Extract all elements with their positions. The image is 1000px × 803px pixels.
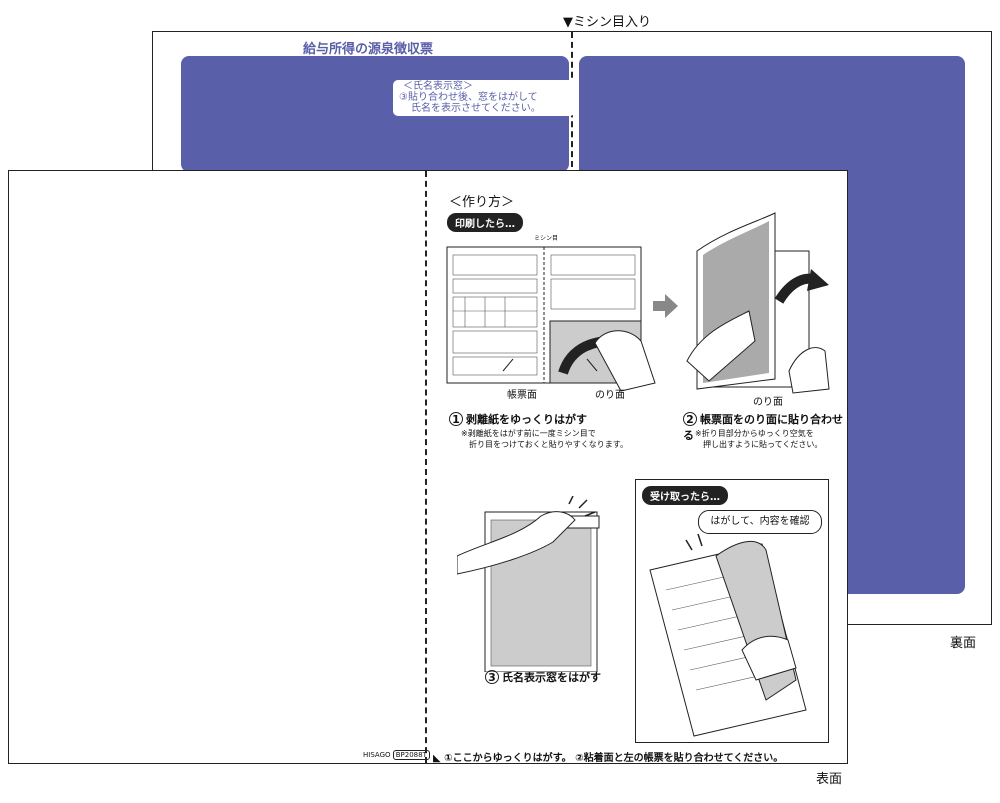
step1-title-text: 剥離紙をゆっくりはがす [466, 413, 587, 426]
figure-peel-liner [446, 246, 656, 392]
name-window-instruction: ③貼り合わせ後、窓をはがして [399, 92, 538, 103]
back-title: 給与所得の源泉徴収票 [303, 42, 434, 57]
name-window-label: ＜氏名表示窓＞ [403, 81, 473, 92]
next-step-arrow-icon [653, 294, 678, 318]
figure-peel-window [457, 496, 600, 672]
product-code: BP2088T [392, 750, 430, 760]
step2-number: 2 [683, 412, 697, 426]
bottom-instruction: ◣ ①ここからゆっくりはがす。 ②粘着面と左の帳票を貼り合わせてください。 [433, 753, 784, 764]
step2-note: ※折り目部分からゆっくり空気を 押し出すように貼ってください。 [695, 428, 822, 450]
step3-title-text: 氏名表示窓をはがす [502, 671, 601, 684]
figure-check-content [649, 533, 807, 737]
speech-bubble: はがして、内容を確認 [698, 510, 822, 534]
name-window-instruction-2: 氏名を表示させてください。 [411, 103, 541, 114]
label-glue-side-2: のり面 [753, 397, 783, 408]
step1-note: ※剥離紙をはがす前に一度ミシン目で 折り目をつけておくと貼りやすくなります。 [461, 428, 628, 450]
howto-title: ＜作り方＞ [449, 195, 515, 210]
brand-logo: HISAGO [363, 751, 391, 759]
label-form-side: 帳票面 [507, 390, 537, 401]
perforation-small-label: ミシン目 [534, 235, 559, 242]
front-side-label: 表面 [816, 772, 843, 787]
brand-code: HISAGO BP2088T [363, 750, 430, 760]
speech-bubble-text: はがして、内容を確認 [710, 516, 810, 527]
label-glue-side: のり面 [595, 390, 625, 401]
step1-note-line2: 折り目をつけておくと貼りやすくなります。 [469, 440, 628, 449]
back-side-label: 裏面 [950, 636, 977, 651]
received-pill: 受け取ったら… [642, 486, 728, 505]
received-box: 受け取ったら… はがして、内容を確認 [635, 479, 829, 743]
step2-title-text: 帳票面をのり面に貼り合わせる [683, 413, 843, 442]
step3-number: 3 [485, 670, 499, 684]
name-window: ＜氏名表示窓＞ ③貼り合わせ後、窓をはがして 氏名を表示させてください。 [393, 80, 575, 116]
perforation-line-front [425, 171, 427, 763]
after-print-pill: 印刷したら… [447, 213, 523, 232]
figure-stick-together [686, 212, 830, 394]
step2-note-line2: 押し出すように貼ってください。 [703, 440, 823, 449]
step1-number: 1 [449, 412, 463, 426]
step2-note-line1: ※折り目部分からゆっくり空気を [695, 429, 814, 438]
front-sheet: ＜作り方＞ 印刷したら… ミシン目 帳票面 のり面 [8, 170, 848, 764]
step1-note-line1: ※剥離紙をはがす前に一度ミシン目で [461, 429, 596, 438]
perforation-label: ▼ミシン目入り [563, 15, 651, 30]
